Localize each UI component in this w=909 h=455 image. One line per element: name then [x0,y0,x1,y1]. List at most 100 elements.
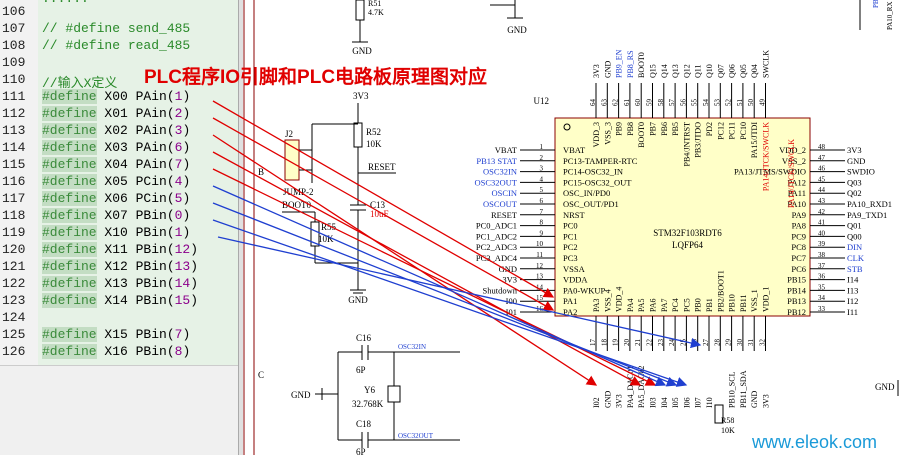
ic-pin-number: 4 [540,175,544,183]
code-line[interactable]: #define X02 PAin(3) [42,123,190,138]
ic-pin-number: 62 [612,99,620,107]
code-token: #define [42,276,97,291]
ic-pin-number: 25 [679,339,687,347]
net-label: 3V3 [615,394,624,408]
net-label: I01 [506,307,517,317]
code-line[interactable]: #define X10 PBin(1) [42,225,190,240]
code-token: ) [182,123,191,138]
ic-pin-name: OSC_OUT/PD1 [563,199,619,209]
code-line[interactable]: #define X05 PCin(4) [42,174,190,189]
code-token: 8 [174,344,183,359]
code-line[interactable]: #define X03 PAin(6) [42,140,190,155]
code-line[interactable]: #define X04 PAin(7) [42,157,190,172]
ic-pin-name: PA5 [637,299,646,313]
line-number: 106 [2,4,26,19]
code-token: ) [182,225,191,240]
code-token: X14 PBin( [96,293,175,308]
code-token: 4 [174,174,183,189]
code-line[interactable]: #define X11 PBin(12) [42,242,198,257]
ic-pin-name: PB14 [787,285,807,295]
value-label: 32.768K [352,399,384,409]
ic-pin-name: PB12 [787,307,806,317]
resistor-r58 [714,404,724,424]
ic-pin-name: PB4/JNTRST [682,122,691,167]
ic-pin-number: 58 [657,99,665,107]
line-number: 120 [2,242,26,257]
mapping-arrow [212,100,555,298]
ic-pin-name: PB1 [705,298,714,312]
net-label: Q14 [660,64,669,78]
code-token: ) [190,242,199,257]
ref-label: R51 [368,0,381,8]
ic-pin-number: 17 [589,339,597,347]
net-label: Q13 [671,64,680,78]
panel-divider[interactable] [238,0,243,455]
mapping-arrow [212,117,555,311]
line-number: 117 [2,191,26,206]
code-token: ) [182,106,191,121]
code-line[interactable]: #define X12 PBin(13) [42,259,198,274]
ic-pin-name: PA7 [660,299,669,313]
code-line[interactable]: // #define read_485 [42,38,190,53]
code-line[interactable]: #define X06 PCin(5) [42,191,190,206]
code-line[interactable]: #define X00 PAin(1) [42,89,190,104]
code-line[interactable]: #define X14 PBin(15) [42,293,198,308]
ic-pin-number: 22 [646,339,654,347]
ic-pin-name: PA12 [787,177,806,187]
ic-pin-name: BOOT0 [637,122,646,148]
code-token: ) [190,293,199,308]
net-label: PA10_RXD1 [847,199,892,209]
net-label: I14 [847,275,859,285]
code-line[interactable]: #define X15 PBin(7) [42,327,190,342]
net-label: DIN [847,242,862,252]
ic-pin-name: VSS_3 [603,122,612,145]
code-token: X02 PAin( [96,123,175,138]
code-token: ) [190,276,199,291]
value-label: 10K [318,234,334,244]
ic-pin-number: 57 [668,99,676,107]
ic-pin-name: VSS_2 [782,156,806,166]
ic-pin-name: PC4 [671,298,680,312]
ic-pin-number: 59 [646,99,654,107]
code-token: ) [182,174,191,189]
net-label: I04 [660,397,669,408]
code-line[interactable]: //输入X定义 [42,72,117,91]
code-token: ) [182,327,191,342]
ic-pin-number: 30 [736,339,744,347]
code-line[interactable]: #define X01 PAin(2) [42,106,190,121]
value-label: 10K [366,139,382,149]
power-label-gnd: GND [348,295,368,305]
line-number: 113 [2,123,26,138]
line-number: 112 [2,106,26,121]
code-line[interactable]: #define X13 PBin(14) [42,276,198,291]
code-line[interactable]: #define X07 PBin(0) [42,208,190,223]
ic-pin-name: PB7 [649,122,658,136]
net-label: PB9_EN [615,49,624,78]
pin1-marker [563,123,571,131]
code-token: 0 [174,208,183,223]
ic-pin-name: PA0-WKUP [563,285,605,295]
ic-pin-number: 7 [540,208,544,216]
ic-pin-number: 36 [818,273,826,281]
ic-pin-name: PA3 [592,299,601,313]
code-line[interactable]: #define X16 PBin(8) [42,344,190,359]
ic-pin-number: 56 [679,99,687,107]
code-token: X06 PCin( [96,191,175,206]
ic-package: LQFP64 [672,240,704,250]
net-label: Q11 [694,65,703,78]
ic-pin-number: 55 [691,99,699,107]
code-token: #define [42,123,97,138]
ic-pin-name: VSS_4 [603,289,612,312]
net-label: VBAT [495,145,518,155]
ic-pin-name: PC11 [728,122,737,140]
net-label: Q15 [649,64,658,78]
ic-pin-number: 9 [540,229,544,237]
net-label: I11 [847,307,858,317]
net-label: I02 [592,397,601,408]
code-line[interactable]: // #define send_485 [42,21,190,36]
net-label: SWDIO [847,167,875,177]
ic-pin-number: 46 [818,165,826,173]
net-label: Q00 [847,231,862,241]
overlay-title: PLC程序IO引脚和PLC电路板原理图对应 [144,67,488,88]
